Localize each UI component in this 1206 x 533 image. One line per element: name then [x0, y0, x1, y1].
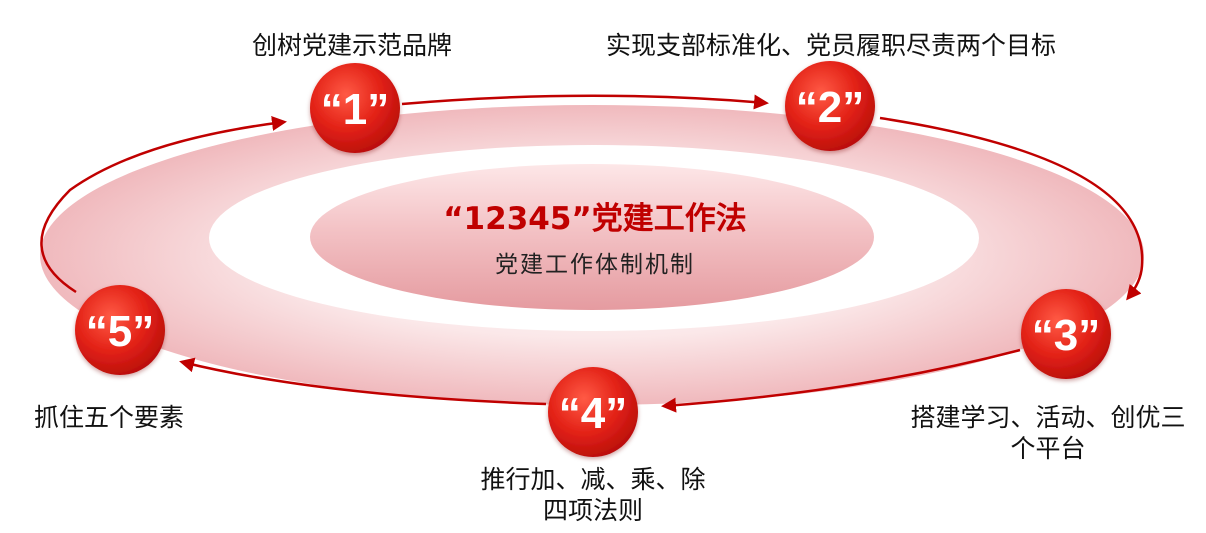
- node-4-label: 推行加、减、乘、除 四项法则: [443, 464, 743, 526]
- arrow-2-to-3: [879, 116, 1144, 301]
- badge-1-text: “1”: [321, 85, 389, 134]
- badge-4: “4”: [548, 367, 638, 457]
- node-1-line-1: 创树党建示范品牌: [252, 31, 453, 60]
- node-3-line-1: 搭建学习、活动、创优三: [910, 403, 1186, 432]
- node-5-label: 抓住五个要素: [34, 402, 184, 433]
- node-4-line-1: 推行加、减、乘、除: [480, 465, 706, 494]
- node-2-line-1: 实现支部标准化、党员履职尽责两个目标: [606, 31, 1057, 60]
- badge-2-text: “2”: [796, 83, 864, 132]
- node-3-line-2: 个平台: [1010, 434, 1086, 463]
- badge-1: “1”: [310, 63, 400, 153]
- node-5-line-1: 抓住五个要素: [34, 403, 185, 432]
- badge-3: “3”: [1021, 289, 1111, 379]
- center-subtitle: 党建工作体制机制: [495, 252, 695, 278]
- node-1-label: 创树党建示范品牌: [252, 30, 452, 61]
- badge-5-text: “5”: [86, 307, 154, 356]
- arrow-4-to-5: [179, 357, 547, 406]
- node-3-label: 搭建学习、活动、创优三 个平台: [898, 402, 1198, 464]
- center-title: “12345”党建工作法: [443, 201, 747, 237]
- node-2-label: 实现支部标准化、党员履职尽责两个目标: [606, 30, 1056, 61]
- badge-4-text: “4”: [559, 389, 627, 438]
- badge-5: “5”: [75, 285, 165, 375]
- node-4-line-2: 四项法则: [542, 496, 643, 525]
- badge-3-text: “3”: [1032, 311, 1100, 360]
- arrow-3-to-4: [661, 348, 1021, 413]
- badge-2: “2”: [785, 61, 875, 151]
- arrow-1-to-2: [401, 94, 769, 110]
- center-disc: [310, 164, 874, 310]
- arrow-5-to-1: [40, 116, 287, 294]
